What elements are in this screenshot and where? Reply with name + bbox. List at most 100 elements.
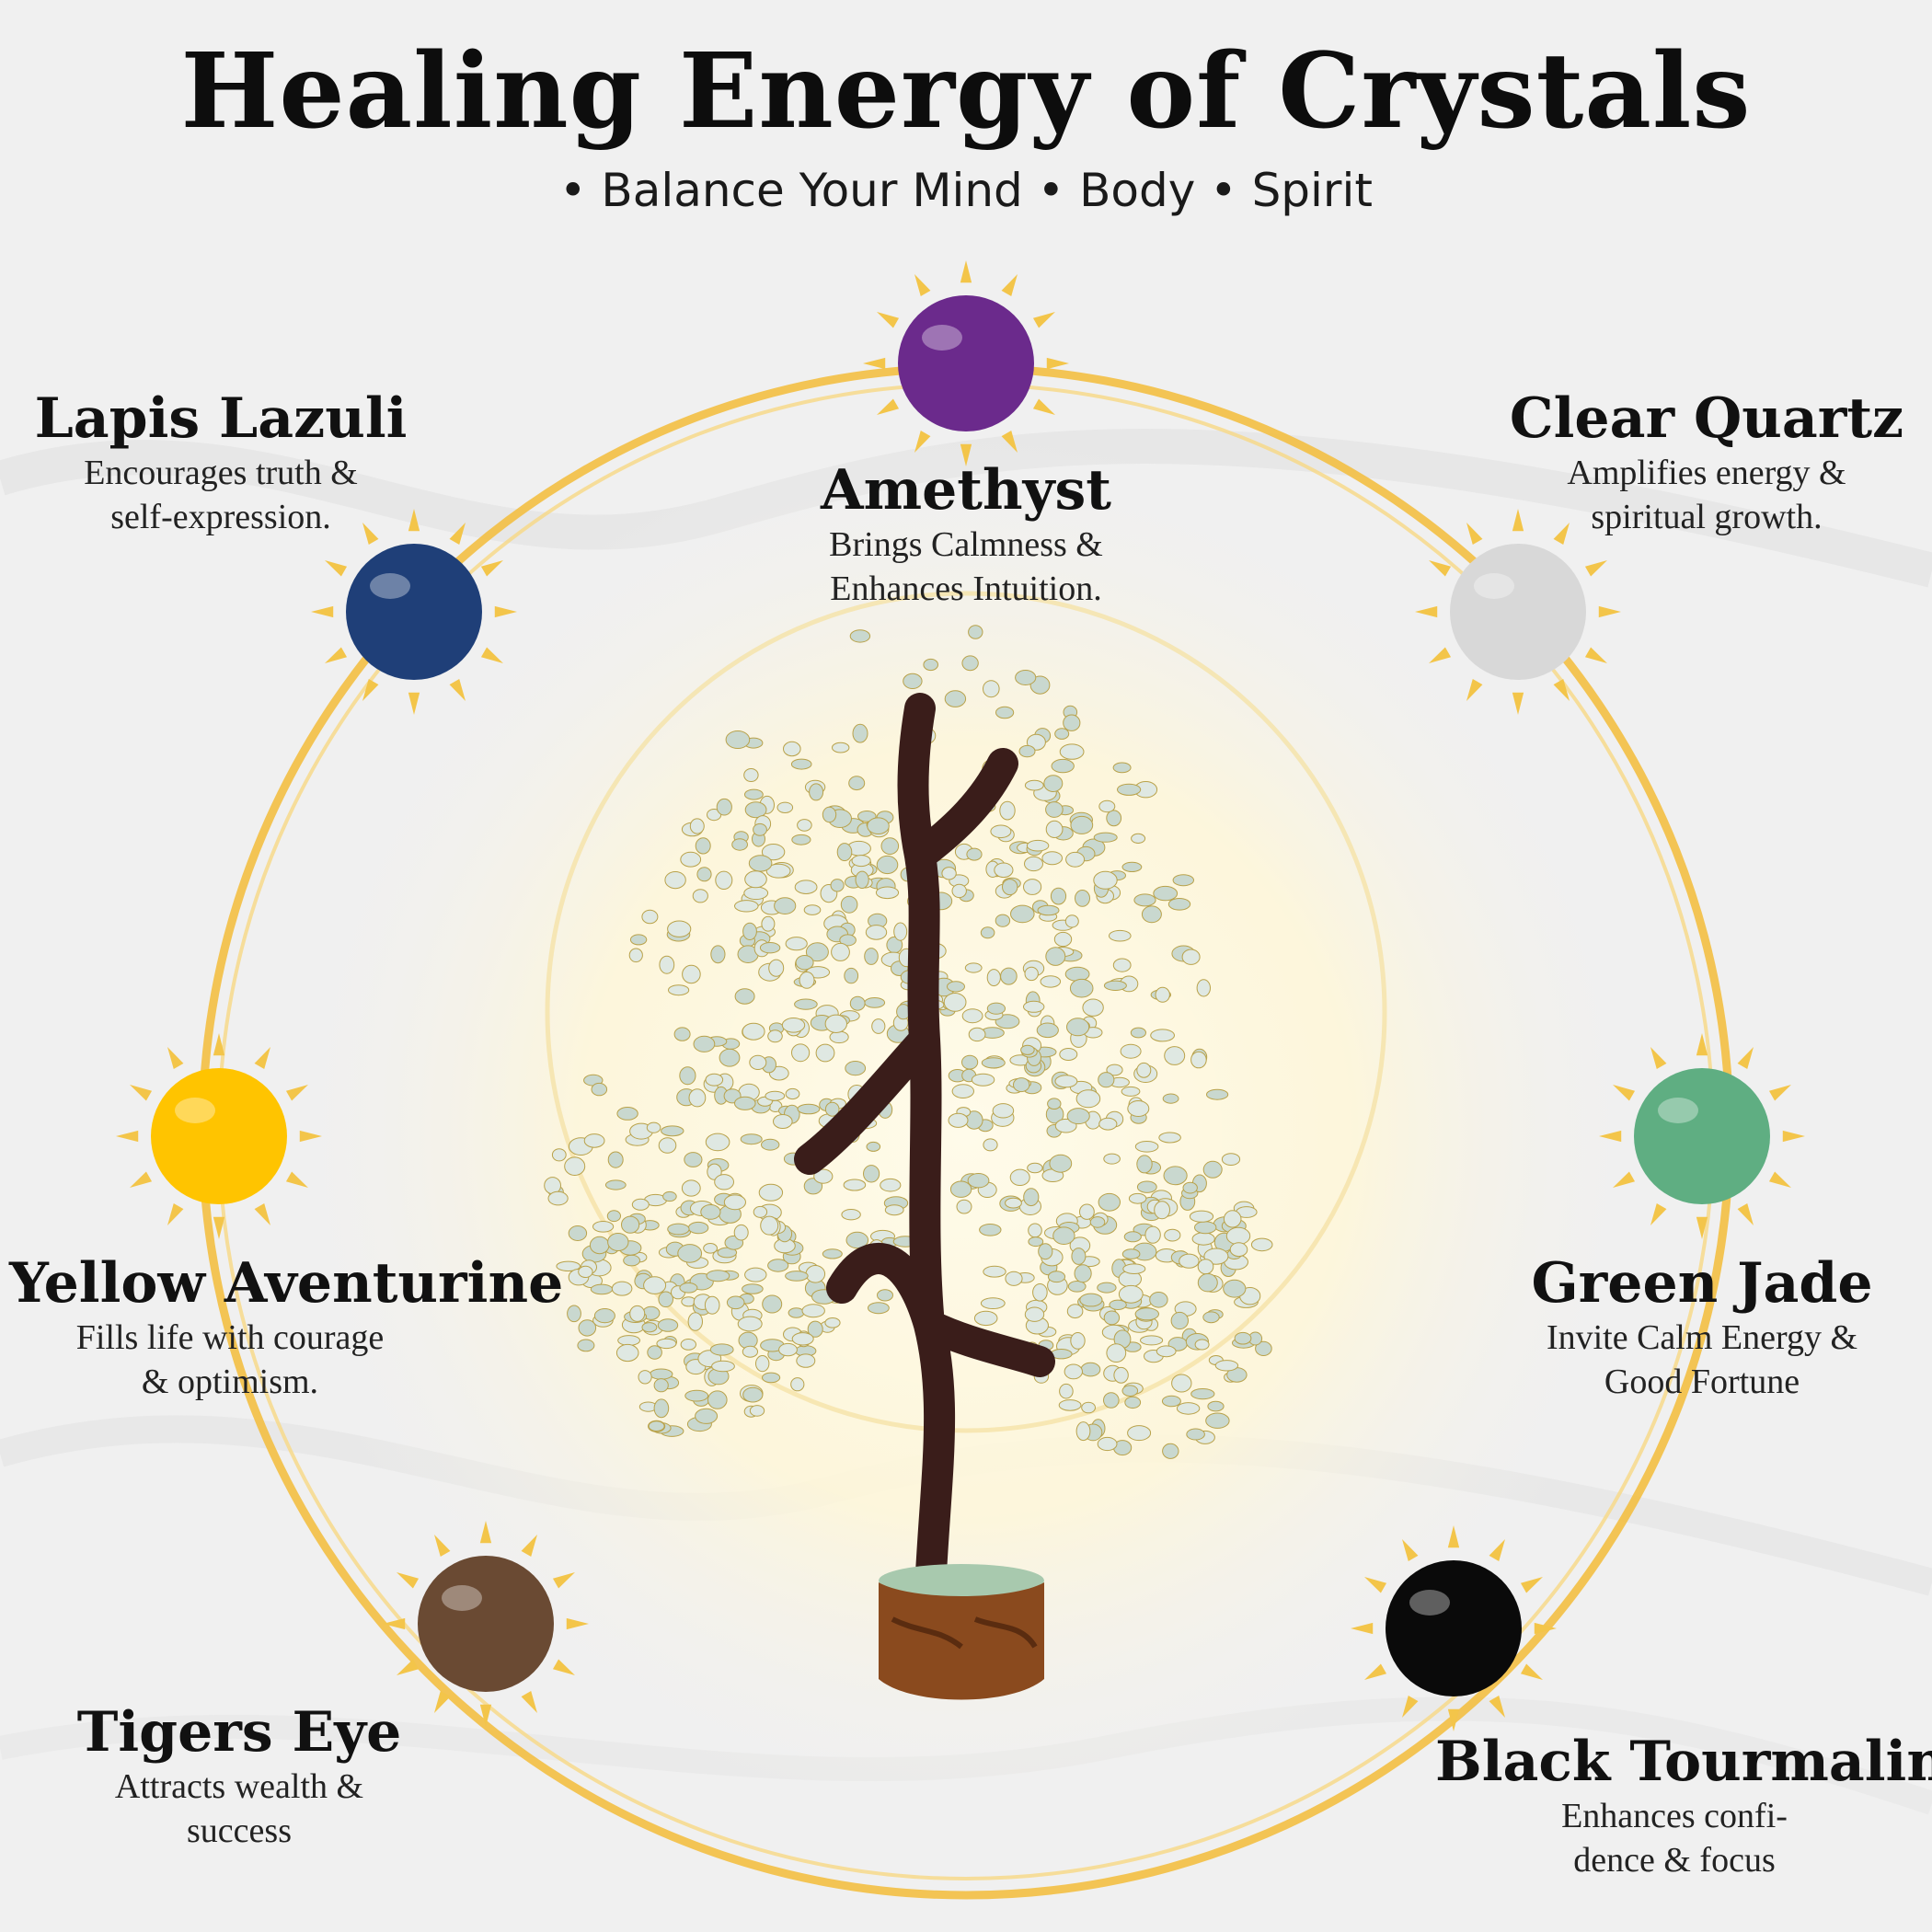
crystal-chip (761, 1138, 780, 1151)
crystal-chip (731, 838, 748, 851)
crystal-chip (803, 904, 822, 915)
crystal-chip (1194, 1339, 1210, 1351)
crystal-chip (813, 1168, 834, 1184)
crystal-desc-line: Attracts wealth & (114, 1767, 364, 1806)
crystal-chip (852, 723, 868, 743)
crystal-chip (1069, 978, 1094, 998)
sun-ray-icon (1599, 1130, 1622, 1143)
crystal-desc-line: self-expression. (110, 498, 331, 536)
crystal-chip (607, 1151, 624, 1168)
sun-ray-icon (408, 509, 420, 532)
crystal-chip (1080, 1362, 1101, 1377)
crystal-chip (980, 1297, 1006, 1309)
crystal-chip (1047, 1098, 1062, 1110)
crystal-chip (1202, 1311, 1220, 1324)
crystal-desc-line: Invite Calm Energy & (1546, 1318, 1858, 1357)
sun-ray-icon (480, 560, 503, 577)
crystal-chip (680, 1339, 696, 1351)
crystal-chip (992, 1103, 1015, 1119)
crystal-chip (1037, 904, 1060, 916)
crystal-name: Tigers Eye (76, 1700, 402, 1765)
crystal-chip (877, 1289, 893, 1302)
crystal-chip (1179, 1253, 1200, 1269)
page-subtitle: • Balance Your Mind • Body • Spirit (559, 164, 1373, 217)
crystal-chip (709, 1343, 734, 1356)
crystal-chip (767, 1259, 789, 1272)
crystal-chip (578, 1265, 593, 1279)
sphere-highlight (442, 1585, 482, 1611)
sun-ray-icon (1534, 1622, 1557, 1635)
sun-ray-icon (397, 1659, 420, 1675)
crystal-chip (1113, 1366, 1129, 1384)
crystal-chip (964, 962, 983, 973)
crystal-chip (1221, 1153, 1241, 1166)
crystal-chip (631, 1198, 650, 1211)
crystal-chip (944, 690, 967, 707)
sun-ray-icon (1512, 509, 1524, 532)
crystal-chip (1158, 1132, 1181, 1144)
crystal-chip (1133, 893, 1156, 907)
crystal-chip (1156, 1345, 1177, 1358)
crystal-chip (1136, 1062, 1152, 1078)
crystal-chip (791, 834, 811, 845)
crystal-chip (864, 948, 879, 965)
crystal-chip (1051, 758, 1075, 774)
crystal-chip (1118, 1284, 1144, 1304)
crystal-chip (868, 1302, 890, 1315)
crystal-chip (695, 837, 711, 855)
crystal-sphere (418, 1556, 554, 1692)
crystal-chip (768, 959, 785, 977)
sun-ray-icon (1429, 560, 1452, 577)
crystal-chip (1053, 931, 1073, 948)
sun-ray-icon (521, 1535, 537, 1558)
crystal-chip (1024, 1306, 1045, 1322)
crystal-chip (1093, 832, 1118, 843)
crystal-chip (791, 1332, 814, 1346)
sun-ray-icon (1613, 1171, 1636, 1188)
crystal-chip (1002, 879, 1018, 896)
crystal-chip (1081, 1401, 1096, 1414)
crystal-chip (1197, 1273, 1218, 1293)
crystal-desc-line: Amplifies energy & (1567, 454, 1846, 492)
crystal-chip (968, 1027, 986, 1042)
crystal-chip (661, 1125, 684, 1137)
crystal-chip (1250, 1237, 1273, 1252)
sun-ray-icon (479, 1704, 492, 1727)
crystal-label-lapis-lazuli: Lapis Lazuli Encourages truth & self-exp… (28, 386, 414, 539)
crystal-chip (986, 969, 1001, 987)
crystal-chip (995, 706, 1015, 719)
sun-ray-icon (408, 692, 420, 715)
crystal-chip (653, 1378, 669, 1393)
crystal-chip (657, 1318, 679, 1332)
crystal-chip (983, 1265, 1006, 1278)
crystal-chip (863, 1165, 880, 1183)
crystal-chip (1089, 1216, 1106, 1228)
sun-ray-icon (1466, 678, 1483, 701)
crystal-chip (711, 1360, 735, 1373)
crystal-chip (682, 964, 701, 984)
crystal-chip (1038, 1243, 1053, 1260)
crystal-chip (1141, 905, 1162, 924)
crystal-chip (749, 1054, 767, 1071)
crystal-label-clear-quartz: Clear Quartz Amplifies energy & spiritua… (1509, 386, 1904, 539)
crystal-chip (753, 1205, 768, 1218)
crystal-chip (590, 1283, 614, 1295)
crystal-orb-green-jade (1599, 1033, 1805, 1239)
sun-ray-icon (1032, 398, 1055, 415)
crystal-chip (1075, 1089, 1101, 1109)
crystal-chip (684, 1389, 709, 1402)
crystal-chip (1024, 779, 1044, 791)
crystal-chip (796, 1353, 816, 1368)
crystal-chip (1164, 1046, 1186, 1065)
crystal-chip (1075, 890, 1090, 907)
crystal-chip (761, 844, 786, 861)
crystal-chip (1214, 1360, 1239, 1372)
crystal-chip (1202, 1160, 1223, 1179)
crystal-chip (1028, 1223, 1042, 1238)
sun-ray-icon (1584, 560, 1607, 577)
crystal-chip (767, 1029, 783, 1043)
sun-ray-icon (130, 1171, 153, 1188)
sun-ray-icon (325, 560, 348, 577)
crystal-chip (621, 1215, 640, 1234)
crystal-chip (647, 1345, 662, 1360)
